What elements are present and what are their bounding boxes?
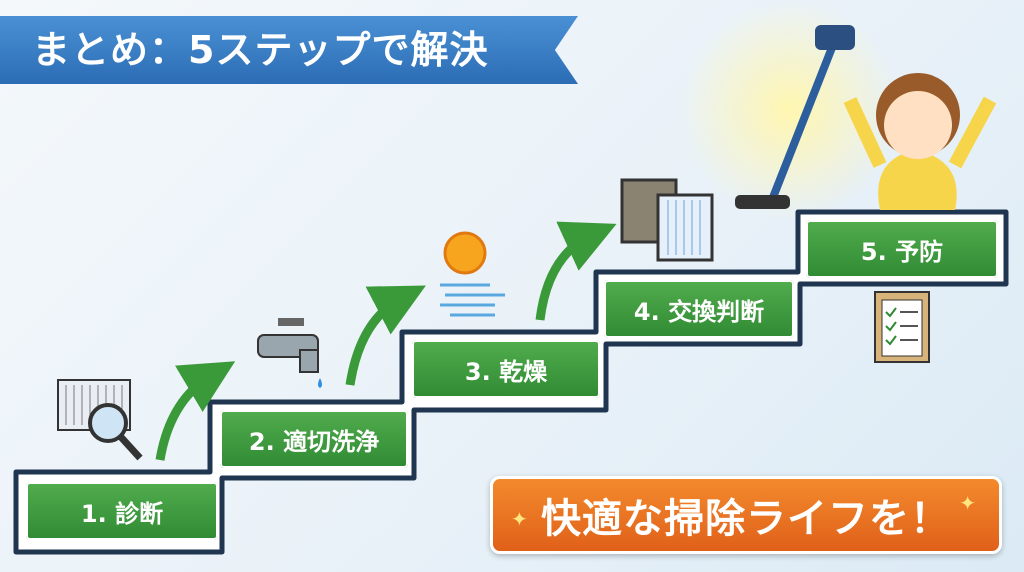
step-5-prevent: 5. 予防 [806, 220, 998, 278]
sunburst [680, 0, 900, 220]
happy-woman-illustration [843, 73, 997, 210]
faucet-icon [257, 318, 322, 388]
step-2-wash: 2. 適切洗浄 [220, 410, 408, 468]
step-1-diagnose: 1. 診断 [26, 482, 218, 540]
arrow-up-icon [535, 221, 617, 321]
sparkle-icon: ✦ [959, 491, 977, 515]
step-4-replace: 4. 交換判断 [604, 280, 794, 338]
filter-magnifier-icon [57, 379, 143, 461]
banner-text: 快適な掃除ライフを！ [541, 496, 951, 542]
vacuum-icon [735, 25, 855, 209]
checklist-icon [874, 291, 930, 363]
arrow-up-icon [345, 285, 426, 386]
sparkle-icon: ✦ [511, 507, 529, 531]
step-3-dry: 3. 乾燥 [412, 340, 600, 398]
sun-wind-icon [440, 231, 505, 317]
closing-banner: ✦ 快適な掃除ライフを！ ✦ [490, 476, 1002, 554]
page-title: まとめ：5ステップで解決 [0, 16, 578, 84]
filters-icon [620, 178, 714, 262]
arrow-up-icon [155, 361, 236, 461]
